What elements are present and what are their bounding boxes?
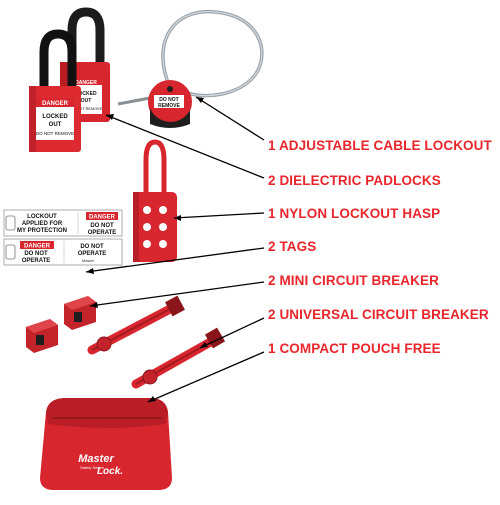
mini-circuit-breaker-lockouts bbox=[26, 296, 96, 353]
hasp-hole bbox=[143, 206, 151, 214]
hasp-hole bbox=[143, 223, 151, 231]
label-cable-lockout: 1 ADJUSTABLE CABLE LOCKOUT bbox=[268, 138, 492, 153]
pouch-brand: Safety Series bbox=[80, 465, 104, 470]
leader-line bbox=[85, 247, 265, 273]
tag-text: DO NOT bbox=[24, 251, 48, 257]
hasp-hole bbox=[159, 206, 167, 214]
hasp-hole bbox=[143, 240, 151, 248]
tag-text: DO NOT bbox=[80, 244, 104, 250]
tag-text: DO NOT bbox=[90, 223, 114, 229]
padlock-text: DO NOT REMOVE bbox=[36, 131, 74, 136]
dielectric-padlocks: DANGER LOCKED OUT DO NOT REMOVE DANGER L… bbox=[29, 7, 110, 152]
adjustable-cable-lockout: DO NOT REMOVE bbox=[117, 9, 264, 128]
compact-pouch: Master Safety Series Lock. bbox=[40, 398, 172, 490]
safety-tags: LOCKOUT APPLIED FOR MY PROTECTION DANGER… bbox=[3, 209, 123, 266]
leader-lines bbox=[85, 96, 265, 403]
nylon-lockout-hasp bbox=[133, 139, 177, 262]
tag-danger-text: DANGER bbox=[89, 215, 116, 221]
label-tags: 2 TAGS bbox=[268, 239, 317, 254]
leader-arrowhead bbox=[86, 268, 94, 274]
padlock-text: DO NOT REMOVE bbox=[70, 107, 103, 111]
leader-line bbox=[195, 96, 265, 141]
leader-line bbox=[89, 281, 265, 307]
leader-arrowhead bbox=[148, 396, 156, 402]
leader-arrowhead bbox=[90, 302, 98, 308]
tag bbox=[3, 238, 123, 266]
leader-line bbox=[105, 114, 265, 179]
tag-text: APPLIED FOR bbox=[22, 221, 63, 227]
tag-danger-text: DANGER bbox=[24, 244, 51, 250]
hasp-loop bbox=[143, 139, 167, 196]
leader-arrowhead bbox=[174, 215, 181, 221]
pouch-brand: Lock. bbox=[97, 466, 123, 477]
leader-arrowhead bbox=[106, 114, 114, 120]
hasp-body bbox=[133, 192, 177, 262]
cable-end bbox=[117, 96, 151, 106]
padlock-text: LOCKED bbox=[42, 114, 68, 120]
label-dielectric-padlocks: 2 DIELECTRIC PADLOCKS bbox=[268, 173, 441, 188]
cable-lock-text: DO NOT bbox=[159, 97, 178, 103]
hasp-hole bbox=[159, 223, 167, 231]
tag-text: OPERATE bbox=[78, 251, 107, 257]
padlock-text: OUT bbox=[49, 122, 62, 128]
leader-line bbox=[173, 212, 265, 219]
cable-lock-label bbox=[154, 95, 184, 108]
label-compact-pouch: 1 COMPACT POUCH FREE bbox=[268, 341, 441, 356]
leader-line bbox=[147, 351, 265, 403]
label-mini-circuit-breaker: 2 MINI CIRCUIT BREAKER bbox=[268, 273, 439, 288]
tag-text: MY PROTECTION bbox=[17, 228, 67, 234]
padlock-text: OUT bbox=[81, 98, 92, 104]
cable-lock-text: REMOVE bbox=[158, 103, 180, 109]
tag-brand: Master bbox=[82, 258, 95, 263]
padlock-shackle bbox=[39, 29, 77, 92]
tag-text: OPERATE bbox=[88, 230, 117, 236]
padlock-text: LOCKED bbox=[75, 91, 97, 97]
padlock-danger-text: DANGER bbox=[75, 80, 97, 86]
leader-line bbox=[199, 317, 265, 349]
universal-circuit-breaker-lockouts bbox=[87, 295, 226, 389]
leader-arrowhead bbox=[196, 97, 204, 103]
label-universal-circuit-breaker: 2 UNIVERSAL CIRCUIT BREAKER bbox=[268, 307, 489, 322]
hasp-hole bbox=[159, 240, 167, 248]
tag-text: OPERATE bbox=[22, 258, 51, 264]
pouch-brand: Master bbox=[78, 453, 114, 465]
padlock-shackle bbox=[67, 7, 105, 68]
tag-text: LOCKOUT bbox=[27, 214, 57, 220]
leader-arrowhead bbox=[200, 342, 208, 348]
padlock-danger-text: DANGER bbox=[42, 101, 69, 107]
label-nylon-hasp: 1 NYLON LOCKOUT HASP bbox=[268, 206, 441, 221]
